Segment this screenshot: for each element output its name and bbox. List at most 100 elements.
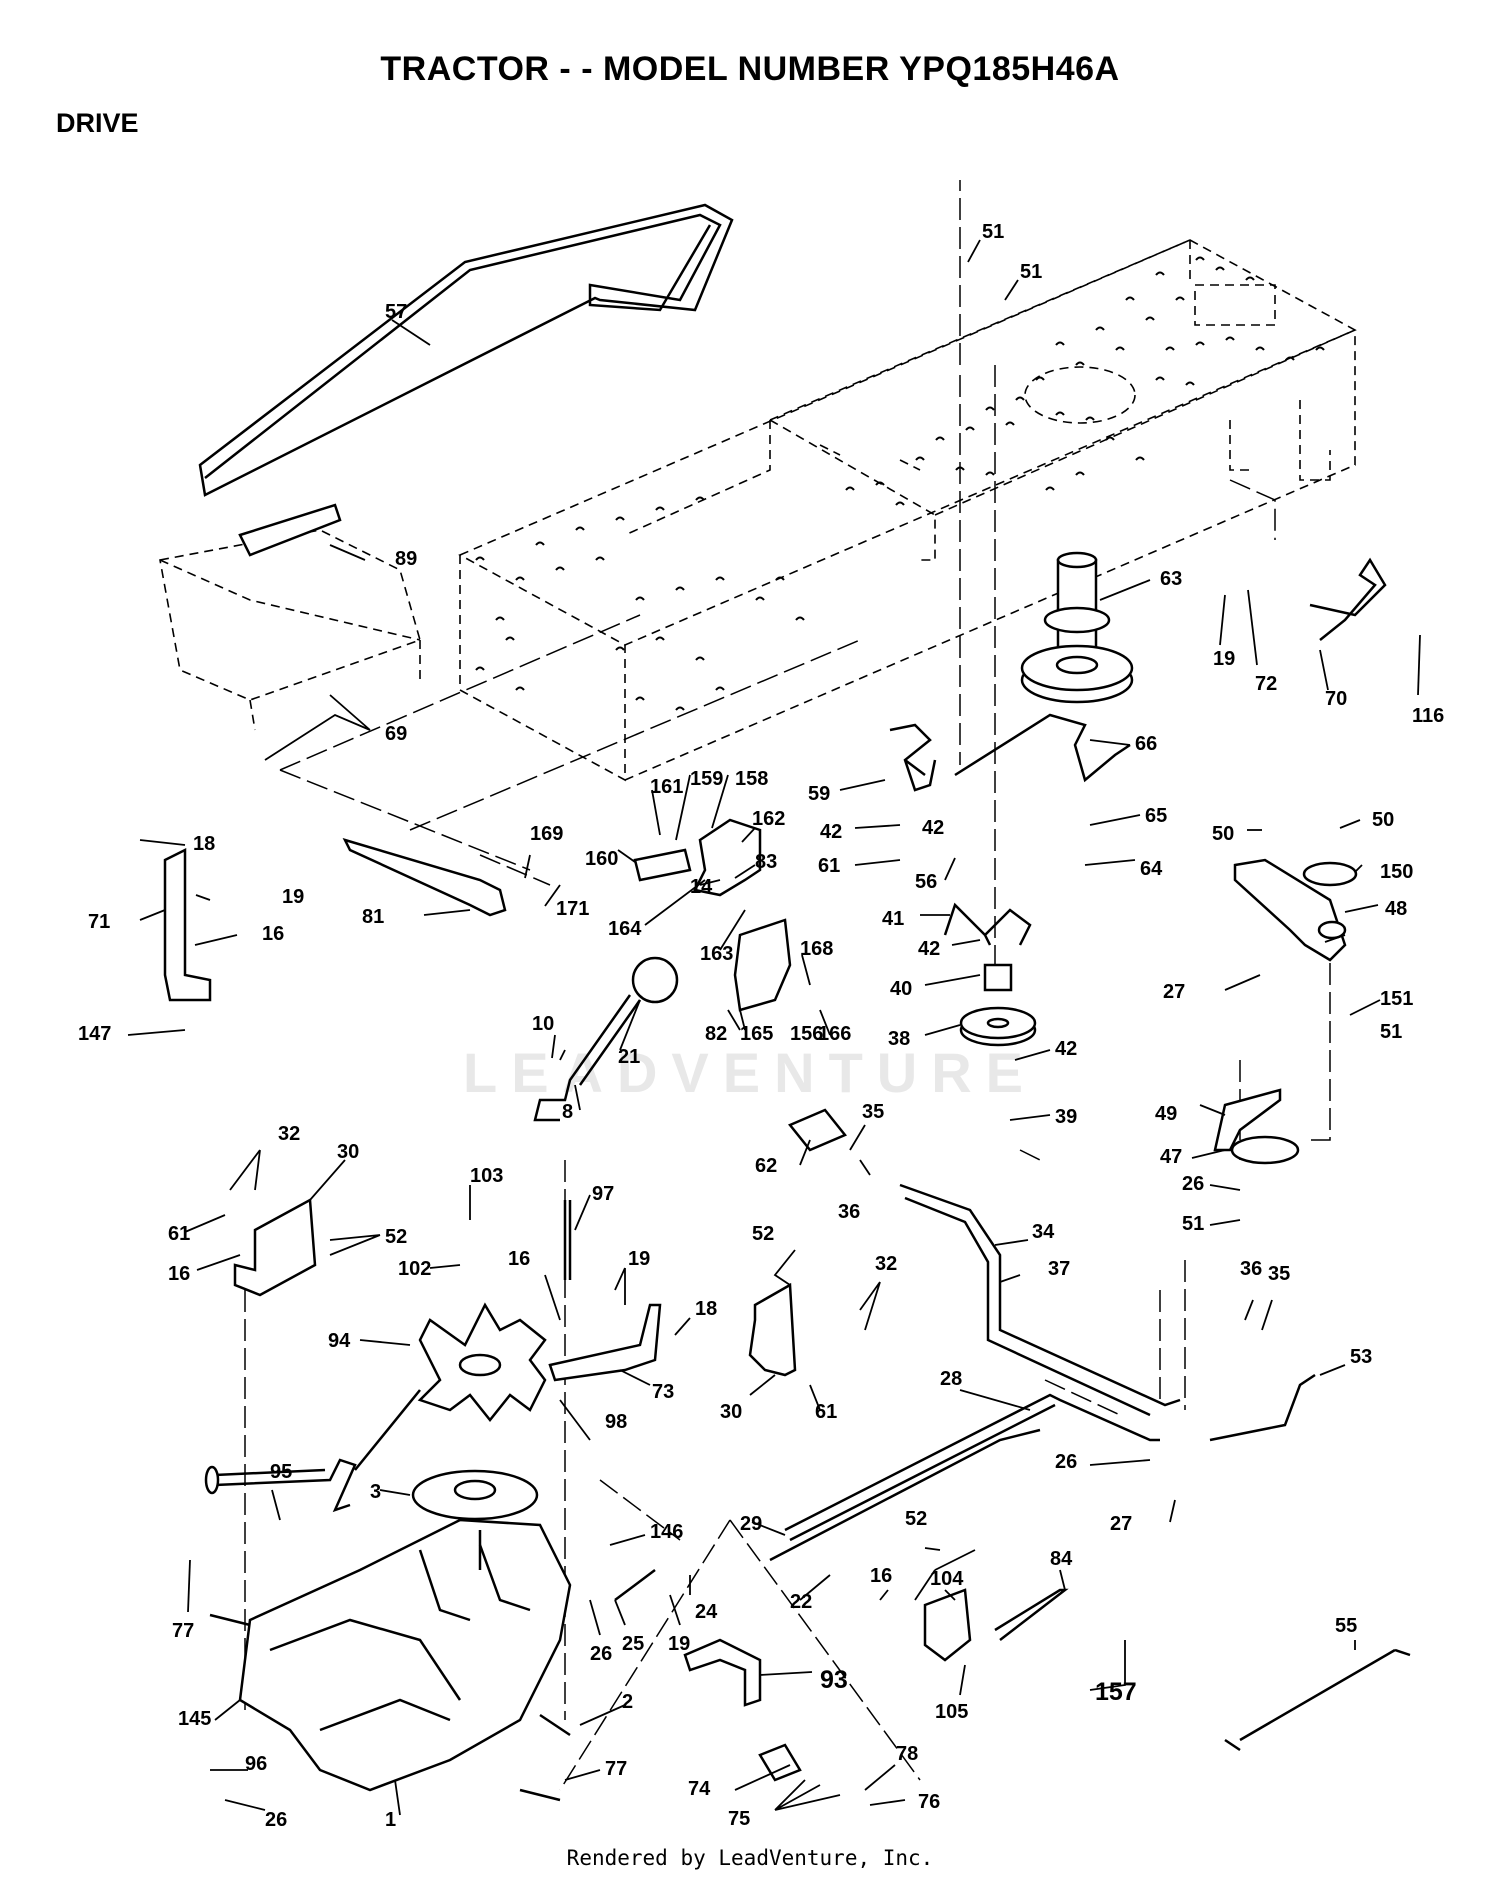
bushing-62 (787, 1108, 848, 1152)
callout-51c: 51 (1380, 1021, 1402, 1043)
callout-26d: 26 (265, 1809, 287, 1831)
frame-hole (1035, 376, 1045, 381)
bracket-73 (548, 1303, 662, 1382)
frame-hole (1015, 396, 1025, 401)
frame-hole (935, 436, 945, 441)
frame-hole (1005, 421, 1015, 426)
frame-hole (675, 586, 685, 591)
frame-hole (1145, 316, 1155, 321)
callout-49: 49 (1155, 1103, 1177, 1125)
callout-42b: 42 (922, 817, 944, 839)
callout-81: 81 (362, 906, 384, 928)
shaft-34 (899, 1183, 1181, 1417)
bushing-74 (758, 1743, 802, 1782)
callout-82: 82 (705, 1023, 727, 1045)
callout-156: 156 (790, 1023, 823, 1045)
callout-53: 53 (1350, 1346, 1372, 1368)
pulley-3-hub (453, 1479, 497, 1501)
bracket-59 (889, 723, 937, 792)
frame-hole (1165, 346, 1175, 351)
callout-26b: 26 (1055, 1451, 1077, 1473)
callout-96: 96 (245, 1753, 267, 1775)
callout-35b: 35 (1268, 1263, 1290, 1285)
spring-55-hooks (1224, 1648, 1411, 1752)
callout-38: 38 (888, 1028, 910, 1050)
frame-hole (1075, 361, 1085, 366)
frame-hole (985, 406, 995, 411)
callout-26c: 26 (590, 1643, 612, 1665)
shift-lever-8 (533, 956, 679, 1122)
frame-hole (475, 556, 485, 561)
callout-75: 75 (728, 1808, 750, 1830)
frame-hole (1155, 376, 1165, 381)
callout-171: 171 (556, 898, 589, 920)
frame-hole (1085, 416, 1095, 421)
rod-22 (769, 1428, 1041, 1562)
idler-150 (1302, 861, 1358, 887)
callout-47: 47 (1160, 1146, 1182, 1168)
callout-73: 73 (652, 1381, 674, 1403)
callout-162: 162 (752, 808, 785, 830)
callout-55: 55 (1335, 1615, 1357, 1637)
callout-168: 168 (800, 938, 833, 960)
callout-97: 97 (592, 1183, 614, 1205)
frame-hole (655, 636, 665, 641)
callout-35a: 35 (862, 1101, 884, 1123)
callout-95: 95 (270, 1461, 292, 1483)
frame-hole (1175, 296, 1185, 301)
callout-150: 150 (1380, 861, 1413, 883)
callout-62: 62 (755, 1155, 777, 1177)
frame-hole (695, 496, 705, 501)
leader-lines (127, 239, 1421, 1816)
callout-160: 160 (585, 848, 618, 870)
frame-hole (1195, 256, 1205, 261)
callout-116: 116 (1412, 705, 1444, 727)
callout-157: 157 (1095, 1678, 1137, 1706)
callout-29: 29 (740, 1513, 762, 1535)
rod-66 (954, 713, 1131, 783)
frame-hole (1045, 486, 1055, 491)
callout-18a: 18 (193, 833, 215, 855)
callout-61a: 61 (818, 855, 840, 877)
callout-18b: 18 (695, 1298, 717, 1320)
callout-36b: 36 (1240, 1258, 1262, 1280)
callout-51d: 51 (1182, 1213, 1204, 1235)
callout-30a: 30 (337, 1141, 359, 1163)
spring-25 (614, 1569, 656, 1601)
callout-19a: 19 (1213, 648, 1235, 670)
callout-52c: 52 (905, 1508, 927, 1530)
frame-hole (615, 646, 625, 651)
callout-51b: 51 (1020, 261, 1042, 283)
callout-16a: 16 (262, 923, 284, 945)
frame-hole (1185, 381, 1195, 386)
callout-94: 94 (328, 1330, 351, 1352)
frame-hole (675, 706, 685, 711)
frame-hole (615, 516, 625, 521)
frame-hole (795, 616, 805, 621)
callout-48: 48 (1385, 898, 1407, 920)
callout-42c: 42 (918, 938, 940, 960)
belt-guard-89 (238, 503, 342, 557)
lever-95 (204, 1389, 421, 1513)
callout-77b: 77 (605, 1758, 627, 1780)
callout-28: 28 (940, 1368, 962, 1390)
callout-19b: 19 (282, 886, 304, 908)
frame-hole (505, 636, 515, 641)
plate-158 (693, 818, 762, 897)
rod-41 (943, 902, 1032, 946)
watermark: LEADVENTURE (462, 1041, 1038, 1104)
frame-hole (695, 656, 705, 661)
callout-76: 76 (918, 1791, 940, 1813)
callout-50a: 50 (1212, 823, 1234, 845)
callout-72: 72 (1255, 673, 1277, 695)
bracket-48-hole (1317, 920, 1347, 940)
callout-24: 24 (695, 1601, 718, 1623)
bracket-30b (748, 1282, 797, 1377)
callout-1: 1 (385, 1809, 396, 1831)
callout-61b: 61 (168, 1223, 190, 1245)
rod-28 (784, 1393, 1160, 1542)
section-title: DRIVE (56, 108, 139, 138)
frame-hole (1215, 266, 1225, 271)
belt-57 (198, 203, 734, 497)
